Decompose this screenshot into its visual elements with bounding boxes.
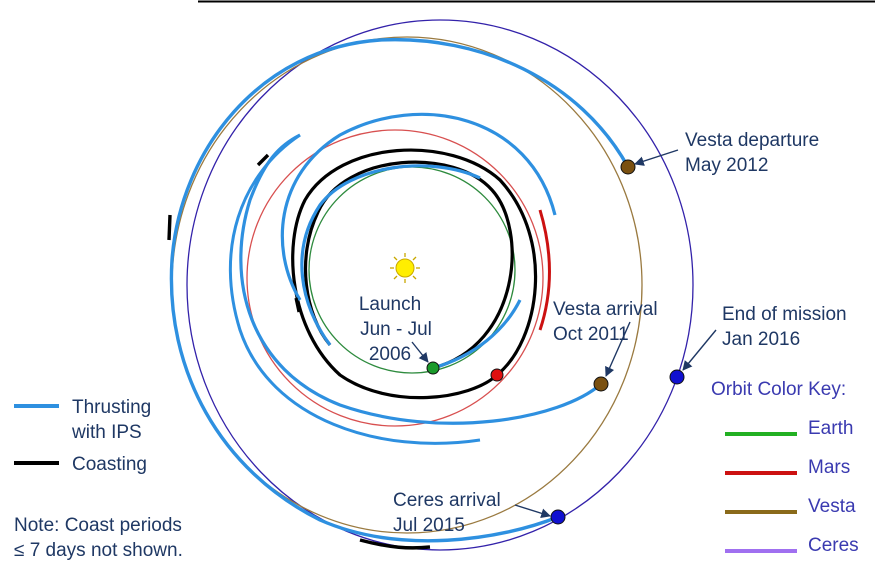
ceres-orbit (186, 19, 694, 551)
arrow-vesta-departure (634, 149, 679, 166)
vesta-departure-marker (620, 159, 636, 175)
coast-seg-3 (359, 538, 431, 550)
thrust-arc-spiral-1 (300, 164, 481, 346)
launch-label-3: 2006 (369, 344, 411, 365)
coast-arc-inner (303, 160, 514, 370)
vesta-arrival-marker (593, 376, 609, 392)
launch-label-1: Launch (359, 294, 421, 315)
color-key-title: Orbit Color Key: (711, 379, 846, 400)
mars-orbit (246, 129, 544, 427)
mars-flyby-arc (538, 209, 551, 331)
thrust-arc-launch (432, 299, 522, 370)
coast-arc-outer (291, 148, 538, 400)
legend-coasting-label: Coasting (72, 454, 147, 475)
legend-note-1: Note: Coast periods (14, 515, 182, 536)
sun-icon (390, 253, 420, 283)
arrow-vesta-arrival (605, 321, 631, 377)
ceres-arrival-label-2: Jul 2015 (393, 515, 465, 536)
launch-label-2: Jun - Jul (360, 319, 432, 340)
coast-seg-2 (167, 214, 172, 241)
vesta-departure-label-2: May 2012 (685, 155, 768, 176)
color-key-ceres-label: Ceres (808, 535, 859, 556)
arrow-launch (411, 341, 429, 363)
vesta-departure-label-1: Vesta departure (685, 130, 819, 151)
arrow-end-of-mission (682, 329, 717, 371)
ceres-arrival-marker (550, 509, 566, 525)
end-of-mission-label-1: End of mission (722, 304, 847, 325)
arrow-ceres-arrival (514, 504, 551, 519)
coast-seg-4 (294, 297, 301, 313)
legend-thrusting-label-1: Thrusting (72, 397, 151, 418)
ceres-arrival-label-1: Ceres arrival (393, 490, 501, 511)
legend-note-2: ≤ 7 days not shown. (14, 540, 183, 561)
color-key-mars-label: Mars (808, 457, 850, 478)
color-key-earth-label: Earth (808, 418, 853, 439)
vesta-arrival-label-1: Vesta arrival (553, 299, 658, 320)
legend-thrusting-label-2: with IPS (71, 422, 142, 443)
end-of-mission-marker (669, 369, 685, 385)
thrust-arc-spiral-2 (280, 112, 557, 301)
end-of-mission-label-2: Jan 2016 (722, 329, 800, 350)
color-key-vesta-label: Vesta (808, 496, 856, 517)
mars-marker (490, 368, 504, 382)
earth-marker (426, 361, 440, 375)
thrust-arc-vesta-to-ceres (169, 37, 630, 543)
vesta-arrival-label-2: Oct 2011 (553, 324, 629, 345)
thrust-arc-to-vesta (239, 133, 603, 425)
thrust-arc-outer-loop (228, 133, 481, 445)
coast-seg-1 (256, 153, 270, 167)
